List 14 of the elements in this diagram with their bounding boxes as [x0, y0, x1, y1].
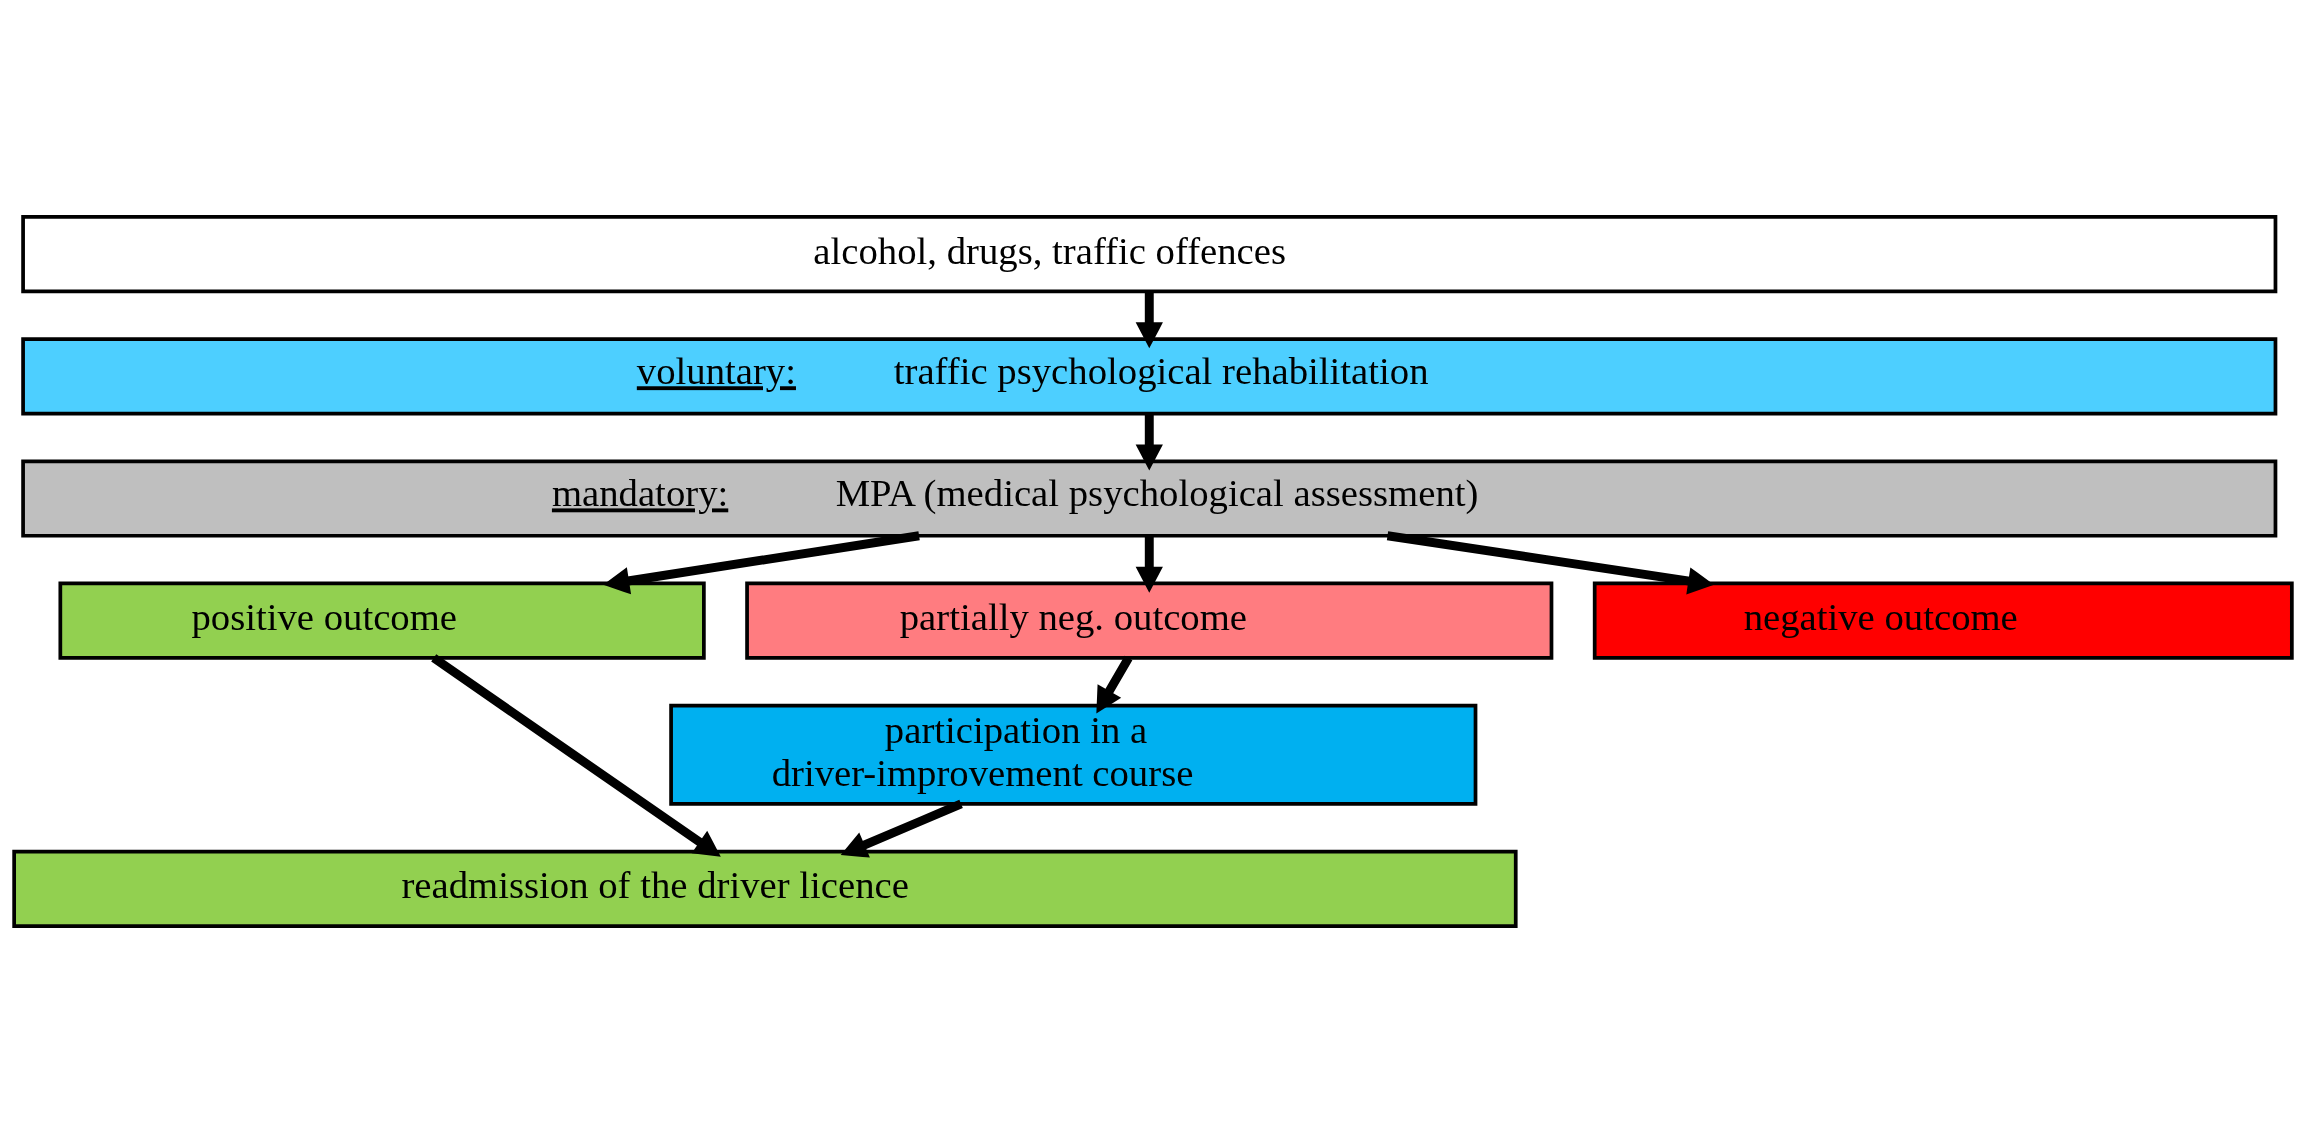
arrow [1135, 413, 1163, 471]
node-box: positive outcome [58, 581, 706, 660]
arrow [840, 799, 963, 858]
node-box: mandatory: MPA (medical psychological assessment) [21, 459, 2278, 538]
node-box: partially neg. outcome [745, 581, 1554, 660]
node-box: readmission of the driver licence [12, 849, 1518, 928]
arrow [1135, 535, 1163, 593]
node-box: alcohol, drugs, traffic offences [21, 215, 2278, 294]
node-box: participation in a driver-improvement course [669, 703, 1478, 806]
arrow [1096, 655, 1133, 714]
node-box: voluntary: traffic psychological rehabilitation [21, 337, 2278, 416]
node-box: negative outcome [1592, 581, 2294, 660]
arrow [431, 654, 721, 857]
arrow [1135, 291, 1163, 349]
